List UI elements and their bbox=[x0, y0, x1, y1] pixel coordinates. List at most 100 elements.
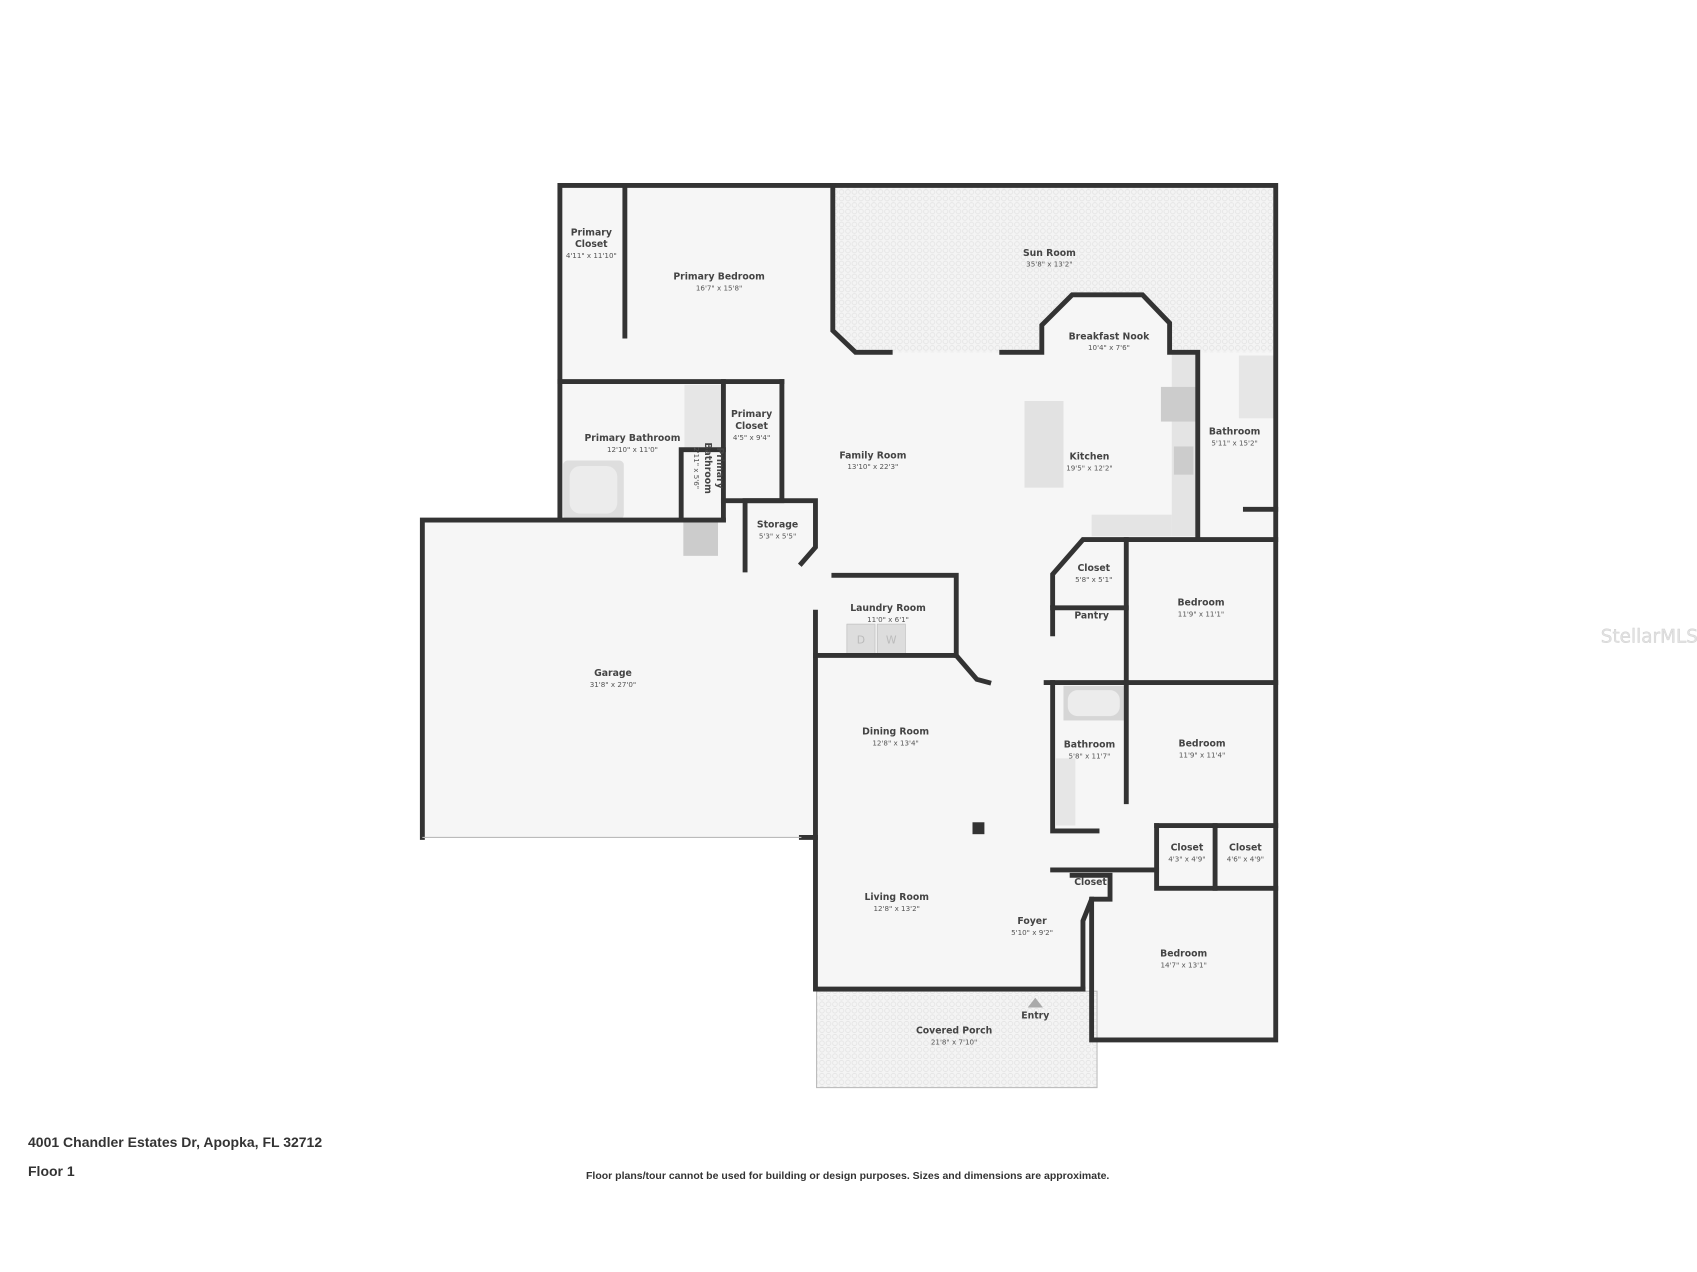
shower bbox=[684, 384, 722, 448]
room-name: Closet bbox=[1229, 842, 1262, 853]
room-name: Primary bbox=[714, 448, 725, 489]
entry-arrow bbox=[1027, 997, 1043, 1008]
room-name: Dining Room bbox=[862, 727, 929, 738]
room-dimensions: 14'7" x 13'1" bbox=[1160, 960, 1206, 969]
room-name: Closet bbox=[1077, 563, 1110, 574]
fixtures: D W bbox=[563, 352, 1274, 1008]
room-dimensions: 31'8" x 27'0" bbox=[590, 680, 636, 689]
room-name: Bathroom bbox=[1064, 740, 1115, 751]
room-dimensions: 12'10" x 11'0" bbox=[607, 445, 658, 454]
room-dimensions: 4'6" x 4'9" bbox=[1227, 854, 1264, 863]
room-name: Bedroom bbox=[1177, 598, 1224, 609]
room-name: Entry bbox=[1021, 1010, 1049, 1021]
room-name: Foyer bbox=[1017, 916, 1047, 927]
room-name: Sun Room bbox=[1023, 248, 1076, 259]
room-dimensions: 4'5" x 9'4" bbox=[733, 433, 770, 442]
room-name: Primary Bedroom bbox=[673, 272, 765, 283]
room-dimensions: 5'11" x 15'2" bbox=[1211, 438, 1257, 447]
stove bbox=[1173, 446, 1194, 475]
room-name: Storage bbox=[757, 520, 798, 531]
room-name: Breakfast Nook bbox=[1069, 331, 1151, 342]
room-dimensions: 5'8" x 5'1" bbox=[1075, 575, 1112, 584]
room-name: Closet bbox=[1171, 842, 1204, 853]
room-dimensions: 12'8" x 13'4" bbox=[872, 738, 918, 747]
room-name: Bedroom bbox=[1179, 738, 1226, 749]
room-name: Pantry bbox=[1074, 611, 1109, 622]
dryer-label: D bbox=[857, 634, 865, 647]
fridge bbox=[1160, 386, 1196, 422]
room-dimensions: 12'8" x 13'2" bbox=[873, 904, 919, 913]
room-name: Family Room bbox=[839, 450, 906, 461]
vanity bbox=[1055, 758, 1076, 826]
room-dimensions: 21'8" x 7'10" bbox=[931, 1037, 977, 1046]
room-label: Pantry bbox=[1074, 611, 1109, 622]
room-dimensions: 4'11" x 11'10" bbox=[566, 251, 617, 260]
room-name: Closet bbox=[1074, 877, 1107, 888]
room-dimensions: 16'7" x 15'8" bbox=[696, 284, 742, 293]
floor-fill bbox=[422, 185, 1276, 1089]
kitchen-island bbox=[1024, 400, 1064, 488]
stair-block bbox=[683, 522, 719, 556]
room-label: Closet bbox=[1074, 877, 1107, 888]
room-dimensions: 2'11" x 5'6" bbox=[692, 447, 701, 489]
bath-shower bbox=[1238, 355, 1274, 419]
room-name: Closet bbox=[735, 421, 768, 432]
column bbox=[972, 822, 985, 835]
room-name: Kitchen bbox=[1070, 451, 1110, 462]
sun-room-floor bbox=[834, 185, 1276, 353]
room-name: Closet bbox=[575, 239, 608, 250]
watermark: StellarMLS bbox=[1601, 626, 1697, 647]
room-name: Bathroom bbox=[702, 442, 713, 493]
room-name: Living Room bbox=[864, 892, 928, 903]
disclaimer: Floor plans/tour cannot be used for buil… bbox=[586, 1170, 1110, 1182]
room-dimensions: 11'9" x 11'1" bbox=[1178, 610, 1224, 619]
room-name: Laundry Room bbox=[850, 603, 926, 614]
room-dimensions: 13'10" x 22'3" bbox=[847, 462, 898, 471]
room-dimensions: 19'5" x 12'2" bbox=[1066, 463, 1112, 472]
address: 4001 Chandler Estates Dr, Apopka, FL 327… bbox=[28, 1134, 323, 1150]
room-dimensions: 5'3" x 5'5" bbox=[759, 532, 796, 541]
room-name: Bedroom bbox=[1160, 949, 1207, 960]
room-name: Primary Bathroom bbox=[584, 433, 680, 444]
room-name: Primary bbox=[571, 227, 612, 238]
room-name: Bathroom bbox=[1209, 427, 1260, 438]
covered-porch-floor bbox=[816, 990, 1098, 1089]
room-dimensions: 35'8" x 13'2" bbox=[1026, 260, 1072, 269]
walls bbox=[419, 183, 1279, 1043]
room-name: Primary bbox=[731, 409, 772, 420]
room-dimensions: 5'10" x 9'2" bbox=[1011, 928, 1053, 937]
room-dimensions: 4'3" x 4'9" bbox=[1168, 854, 1205, 863]
room-dimensions: 10'4" x 7'6" bbox=[1088, 343, 1130, 352]
room-dimensions: 11'0" x 6'1" bbox=[867, 615, 909, 624]
room-dimensions: 11'9" x 11'4" bbox=[1179, 750, 1225, 759]
counter bbox=[1171, 352, 1196, 537]
floor-label: Floor 1 bbox=[28, 1163, 75, 1179]
room-label: Entry bbox=[1021, 1010, 1049, 1021]
room-dimensions: 5'8" x 11'7" bbox=[1069, 751, 1111, 760]
